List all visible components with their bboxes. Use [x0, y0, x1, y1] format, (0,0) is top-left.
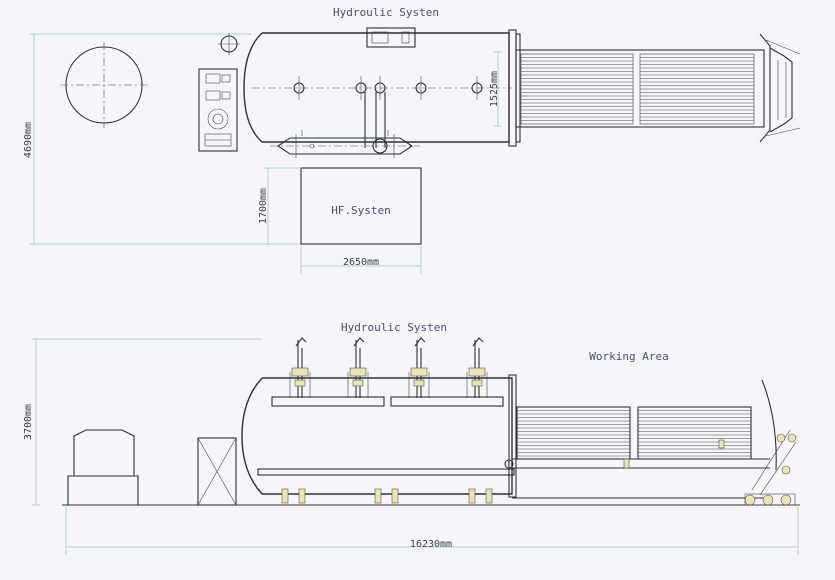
electrode-arm [466, 337, 488, 398]
side-cabinet [197, 437, 237, 506]
bottom-hydraulic-label: Hydroulic Systen [341, 321, 447, 334]
round-tank [60, 42, 148, 128]
plan-dimensions [264, 51, 502, 274]
electrode-arms [289, 337, 488, 398]
electrode-arm [408, 337, 430, 398]
vessel-plan [243, 27, 512, 148]
total-length-dimension [65, 505, 799, 555]
side-view [32, 337, 800, 555]
side-height-dim-text: 3700mm [23, 404, 34, 440]
working-rack-plan [515, 33, 801, 143]
working-area-label: Working Area [589, 350, 668, 363]
total-length-dim-text: 16230mm [410, 539, 452, 550]
hf-height-dim-text: 1700mm [258, 188, 269, 224]
vessel-side [241, 374, 517, 504]
plan-view: HF.Systen [30, 27, 801, 274]
door-width-dim-text: 1525mm [489, 71, 500, 107]
hf-width-dim-text: 2650mm [343, 257, 379, 268]
hf-system-box: HF.Systen [300, 167, 422, 245]
top-hydraulic-label: Hydroulic Systen [333, 6, 439, 19]
header-pipe [270, 130, 420, 158]
top-height-dim-text: 4690mm [23, 122, 34, 158]
hf-system-label: HF.Systen [331, 204, 391, 217]
electrode-arm [289, 337, 311, 398]
control-cabinet [198, 68, 238, 152]
working-rack-side [504, 379, 797, 506]
side-tank [67, 429, 139, 506]
small-valve [218, 33, 240, 55]
electrode-arm [347, 337, 369, 398]
